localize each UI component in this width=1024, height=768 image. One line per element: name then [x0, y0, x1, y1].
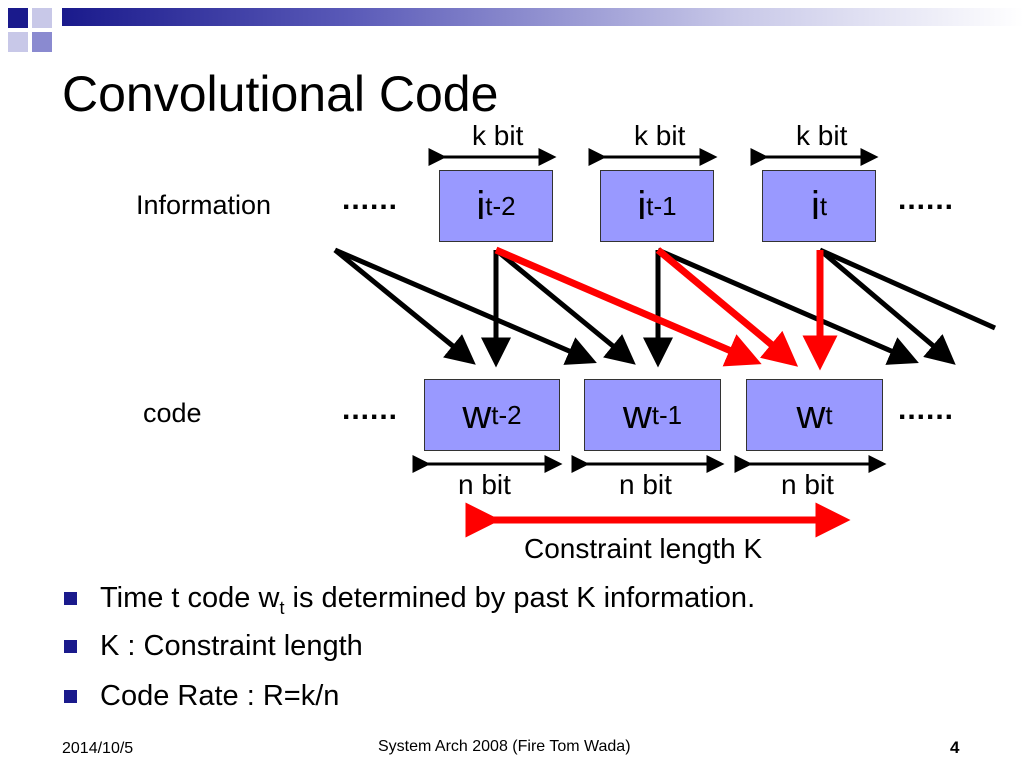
connection-arrow	[494, 248, 636, 365]
bullet-square-icon	[64, 690, 77, 703]
code-box-subscript: t-2	[491, 399, 522, 430]
info-box-subscript: t-2	[485, 190, 516, 221]
code-label: code	[143, 398, 202, 428]
code-box-symbol: w	[622, 392, 652, 437]
bullet-square-icon	[64, 592, 77, 605]
highlight-arrow	[494, 246, 762, 367]
footer-page-number: 4	[950, 738, 960, 757]
connection-arrows	[333, 247, 997, 368]
info-box-symbol: i	[637, 183, 647, 228]
highlight-arrow	[655, 247, 799, 367]
ellipsis-right-code: ......	[898, 393, 955, 426]
code-box-subscript: t-1	[651, 399, 683, 430]
info-box-symbol: i	[810, 183, 820, 228]
n-bit-label: n bit	[619, 469, 672, 500]
footer-center: System Arch 2008 (Fire Tom Wada)	[378, 738, 631, 755]
bullet-text: Time t code w	[100, 582, 280, 614]
ellipsis-right-info: ......	[898, 183, 955, 216]
header-gradient-bar	[62, 8, 1024, 26]
bullet-text: Code Rate : R=k/n	[100, 680, 340, 712]
n-bit-label: n bit	[458, 469, 511, 500]
bullet-text: K : Constraint length	[100, 630, 363, 662]
deco-square	[8, 32, 28, 52]
connection-arrow	[334, 247, 597, 365]
ellipsis-left-info: ......	[342, 183, 399, 216]
info-box-subscript: t-1	[646, 190, 677, 221]
deco-square	[32, 8, 52, 28]
k-bit-label: k bit	[634, 120, 686, 151]
connection-arrow	[333, 248, 476, 365]
k-bit-label: k bit	[472, 120, 524, 151]
bullet-subscript: t	[279, 597, 285, 618]
connection-arrow	[818, 247, 997, 331]
deco-square	[8, 8, 28, 28]
information-label: Information	[136, 190, 272, 220]
connection-arrow	[818, 248, 956, 365]
connection-arrow	[657, 247, 919, 365]
code-box-symbol: w	[462, 392, 492, 437]
highlight-arrows	[465, 246, 851, 538]
info-box-symbol: i	[476, 183, 486, 228]
k-bit-label: k bit	[796, 120, 848, 151]
ellipsis-left-code: ......	[342, 393, 399, 426]
code-box-subscript: t	[825, 399, 833, 430]
deco-square	[32, 32, 52, 52]
bullet-square-icon	[64, 640, 77, 653]
slide-title: Convolutional Code	[62, 66, 499, 122]
code-box-symbol: w	[796, 392, 826, 437]
bullet-text-cont: is determined by past K information.	[284, 582, 756, 614]
constraint-length-label: Constraint length K	[524, 533, 763, 564]
footer-date: 2014/10/5	[62, 740, 134, 757]
n-bit-label: n bit	[781, 469, 834, 500]
info-box-subscript: t	[819, 190, 828, 221]
